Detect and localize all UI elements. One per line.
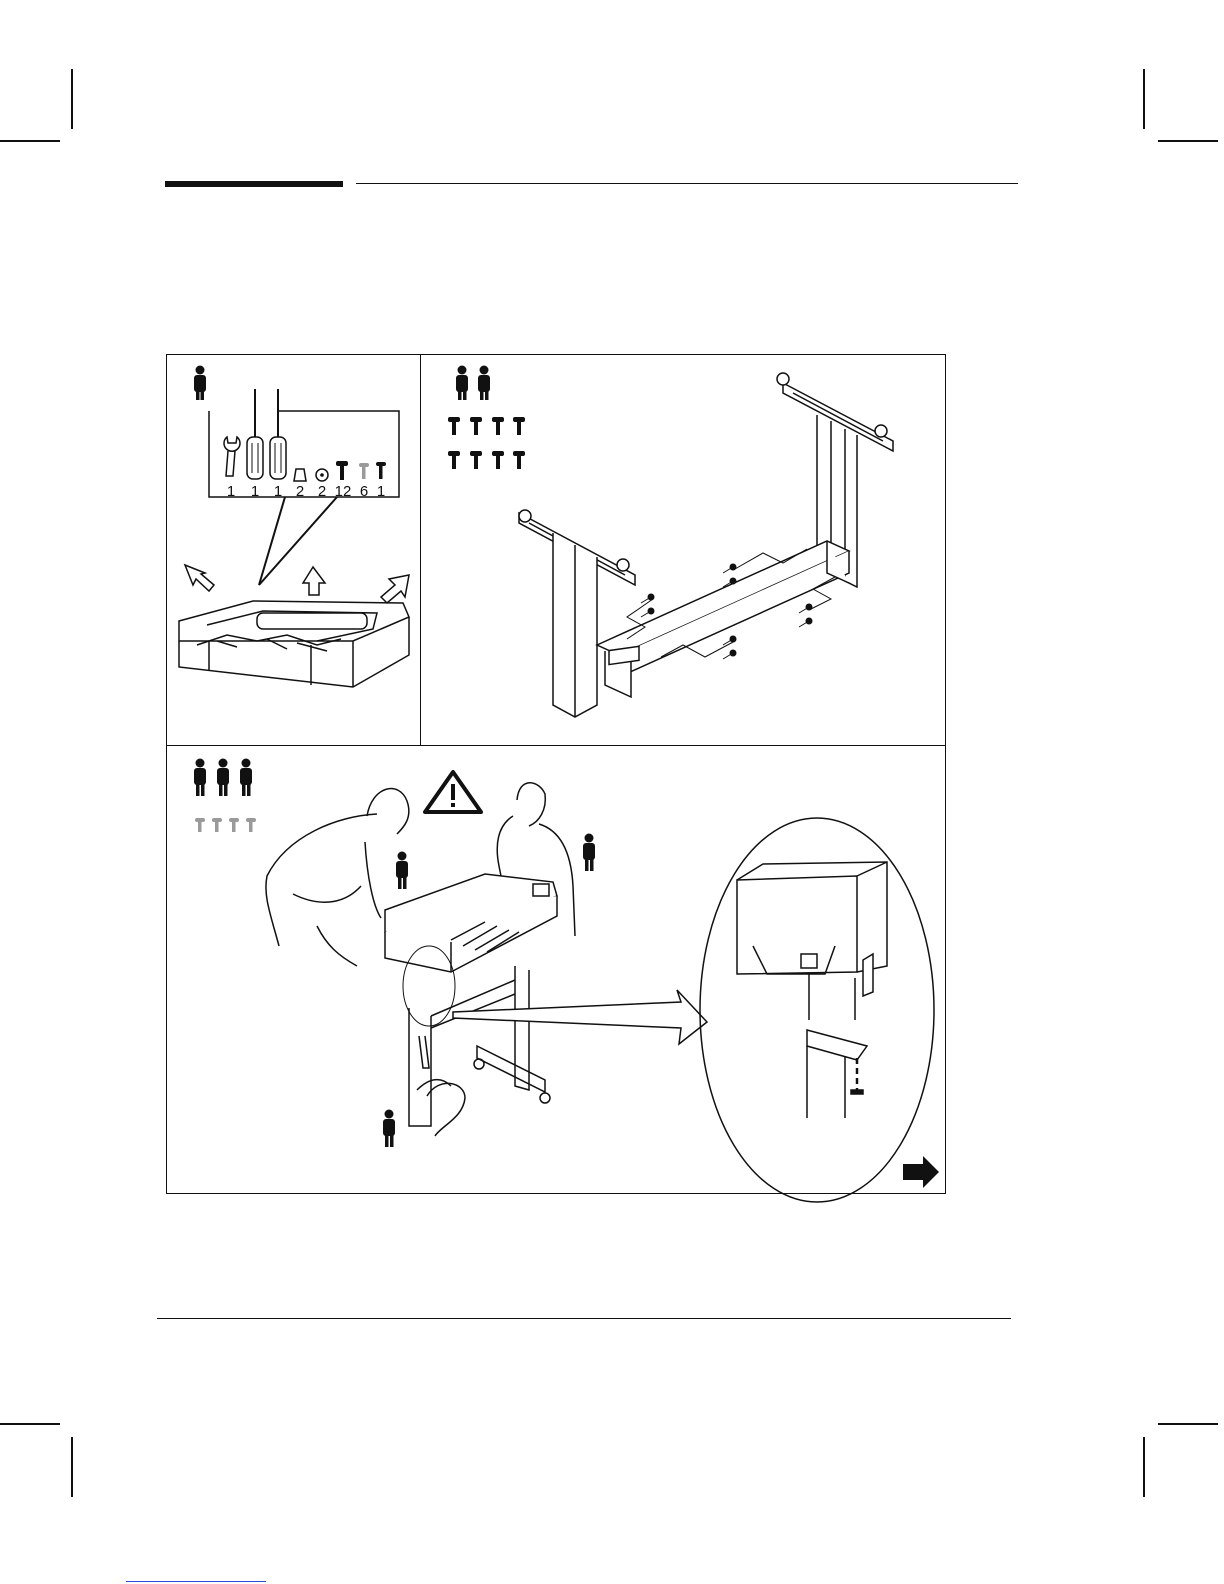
header-rule-thick: [165, 181, 343, 187]
washer-icon: [316, 469, 328, 481]
qty-cap: 2: [296, 483, 304, 500]
qty-screwdriver-2: 1: [274, 483, 282, 500]
person-icon: [478, 366, 490, 401]
stand-illustration: [421, 355, 947, 748]
crop-mark: [71, 1437, 73, 1497]
crop-mark: [1143, 1437, 1145, 1497]
crop-mark: [0, 1423, 60, 1425]
qty-washer: 2: [318, 483, 326, 500]
qty-screw-small: 1: [377, 483, 385, 500]
footer-link-underline[interactable]: [126, 1581, 266, 1582]
crop-mark: [71, 69, 73, 129]
crop-mark: [1143, 69, 1145, 129]
hand-with-screwdriver: [417, 1036, 465, 1136]
screwdriver-icon: [247, 389, 263, 479]
header-rule-thin: [356, 183, 1018, 184]
step-stand-assembly-panel: [420, 354, 946, 747]
footer-rule: [157, 1318, 1011, 1319]
warning-icon: [425, 772, 481, 812]
screwdriver-icon: [270, 389, 286, 479]
crop-mark: [0, 140, 60, 142]
screw-gray-icon: [195, 818, 256, 832]
unpack-illustration: 1 1 1 2 2 12 6 1: [167, 355, 423, 748]
crop-mark: [1158, 140, 1218, 142]
qty-wrench: 1: [227, 483, 235, 500]
screw-icon: [336, 461, 348, 480]
screw-icon: [448, 417, 525, 469]
person-icon: [456, 366, 468, 401]
next-arrow-icon[interactable]: [903, 1156, 939, 1188]
mount-illustration: [167, 746, 947, 1195]
step-mount-printer-panel: [166, 745, 946, 1194]
person-icon: [194, 366, 206, 401]
detail-view: [700, 818, 934, 1202]
qty-screw-gray: 6: [360, 483, 368, 500]
detail-arrow-icon: [453, 990, 707, 1044]
packing-box: [179, 601, 409, 687]
screw-icon: [376, 462, 386, 479]
printer-stand: [409, 966, 550, 1126]
crop-mark: [1158, 1423, 1218, 1425]
person-icon: [194, 759, 252, 797]
screw-gray-icon: [359, 463, 369, 479]
cap-icon: [294, 469, 306, 481]
step-unpack-panel: 1 1 1 2 2 12 6 1: [166, 354, 422, 747]
qty-screwdriver-1: 1: [251, 483, 259, 500]
lift-arrow-icon: [185, 565, 409, 603]
wrench-icon: [224, 437, 240, 476]
